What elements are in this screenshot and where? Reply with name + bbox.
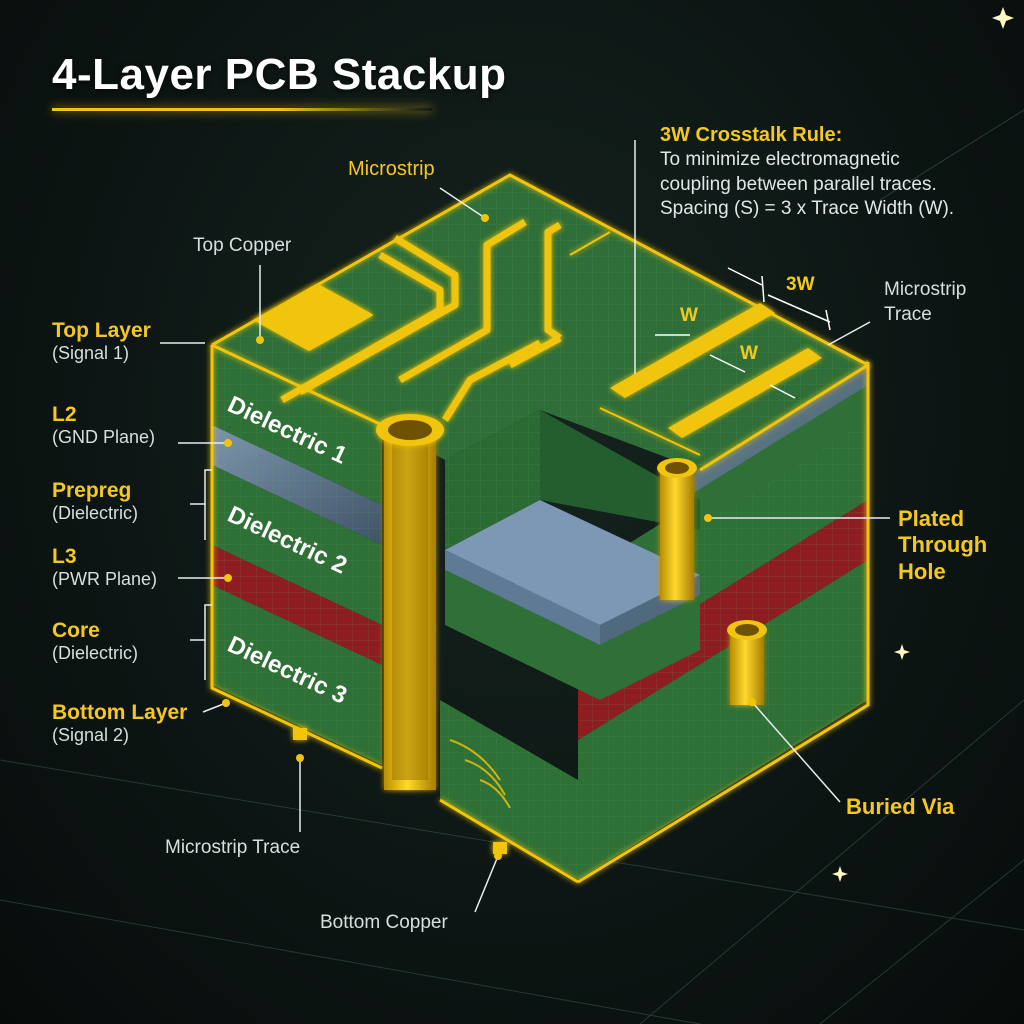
background-lines [0,109,1024,1024]
callout-microstrip-trace-bottom: Microstrip Trace [165,837,301,858]
pocket-floor [445,500,700,625]
bottom-front [439,700,579,884]
label-l3-head: L3 [52,545,77,568]
dimension-label-width-2: W [740,343,758,364]
microstrip-trace-2 [668,348,822,438]
buried-via [727,620,767,705]
page-title: 4-Layer PCB Stackup [52,50,507,99]
leader-lines [160,140,890,913]
microstrip-trace-1 [610,303,775,398]
label-core: Core (Dielectric) [52,618,138,665]
bottom-copper-features [293,728,507,854]
label-bottom-layer-head: Bottom Layer [52,701,188,724]
front-left-face [210,345,383,770]
dimension-arrows [655,267,831,399]
crosstalk-rule-note: 3W Crosstalk Rule: To minimize electroma… [660,122,954,222]
top-copper-pad [254,284,373,351]
title-underline [52,108,432,111]
label-bottom-layer: Bottom Layer (Signal 2) [52,700,187,747]
top-copper-traces [254,219,701,456]
bottom-trace-pattern [449,739,511,809]
microstrip-pair [610,303,822,438]
callout-microstrip-trace-right: Microstrip Trace [884,279,967,325]
callout-top-copper: Top Copper [193,235,292,256]
label-prepreg-sub: (Dielectric) [52,503,139,524]
callout-buried-via: Buried Via [846,794,955,819]
label-l2: L2 (GND Plane) [52,402,155,449]
callout-microstrip: Microstrip [348,158,435,180]
plated-through-hole-right [657,458,697,600]
left-face-edge [210,345,383,770]
label-prepreg: Prepreg (Dielectric) [52,478,138,525]
label-prepreg-head: Prepreg [52,479,132,502]
leader-dots [222,214,756,860]
label-l2-sub: (GND Plane) [52,427,156,448]
crosstalk-rule-line-2: coupling between parallel traces. [660,173,937,195]
label-top-layer-sub: (Signal 1) [52,343,130,364]
crosstalk-rule-line-1: To minimize electromagnetic [660,149,900,170]
sparkles [832,7,1014,882]
label-bottom-layer-sub: (Signal 2) [52,725,130,746]
label-l3-sub: (PWR Plane) [52,569,158,590]
label-l2-head: L2 [52,403,77,426]
callout-plated-through-hole: Plated Through Hole [898,506,988,584]
label-top-layer: Top Layer (Signal 1) [52,318,151,365]
callout-bottom-copper: Bottom Copper [320,912,448,933]
label-core-head: Core [52,619,100,642]
label-l3: L3 (PWR Plane) [52,544,157,591]
label-core-sub: (Dielectric) [52,643,139,664]
crosstalk-rule-heading: 3W Crosstalk Rule: [660,124,843,146]
right-face-edge [577,362,870,884]
dimension-label-width-1: W [680,305,698,326]
crosstalk-rule-line-3: Spacing (S) = 3 x Trace Width (W). [660,198,955,220]
plated-through-hole-main [376,414,444,790]
label-top-layer-head: Top Layer [52,319,151,342]
dimension-label-spacing: 3W [786,274,815,295]
